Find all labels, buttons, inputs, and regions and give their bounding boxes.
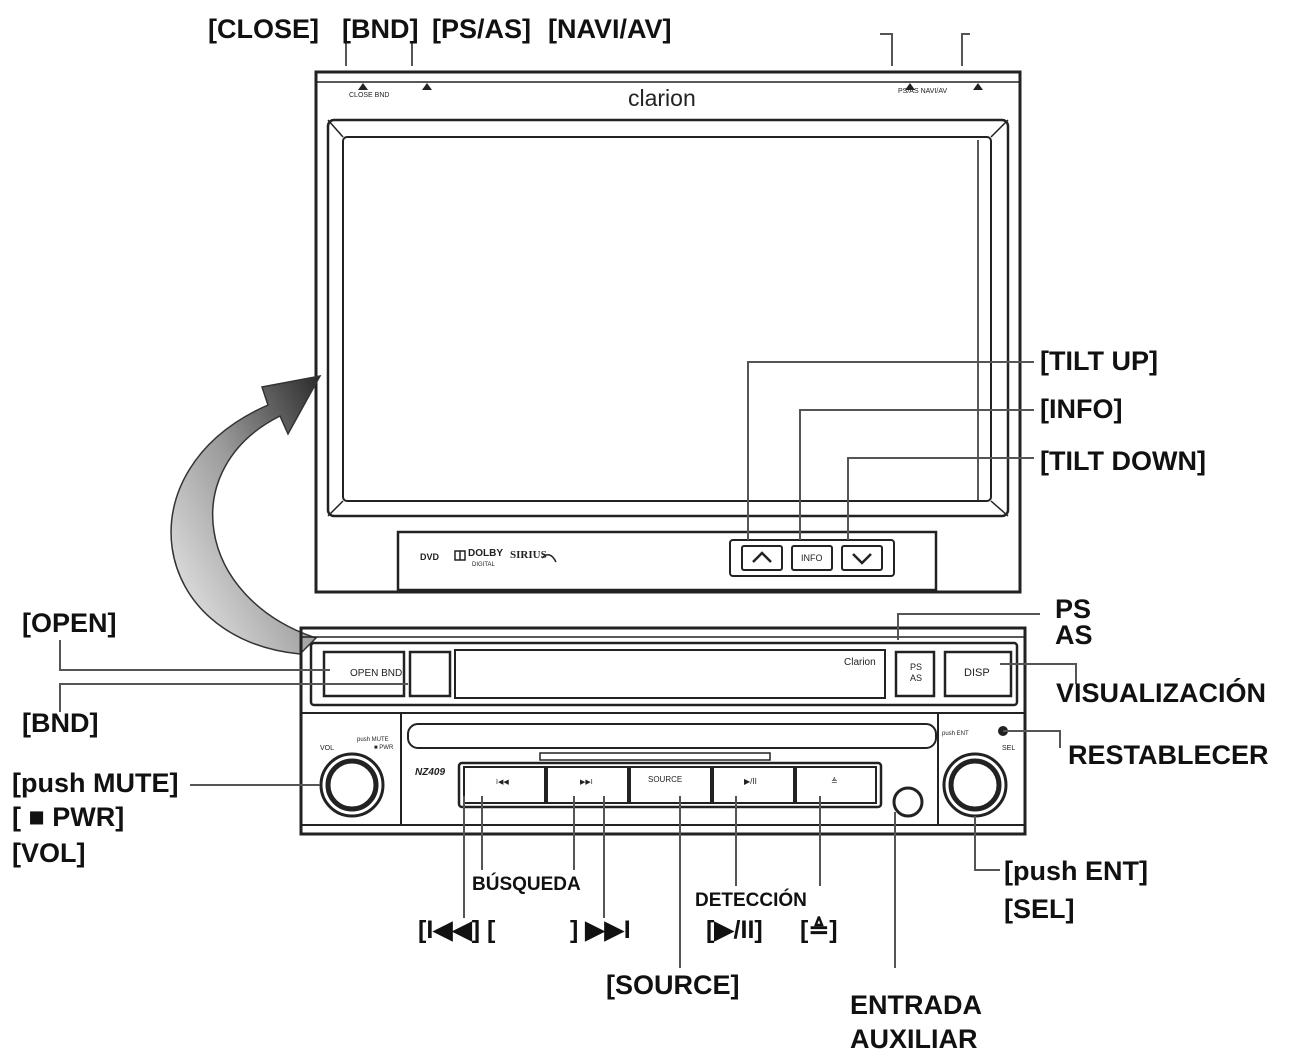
source-button[interactable] xyxy=(629,766,712,804)
model-print: NZ409 xyxy=(415,767,446,778)
brand-logo-top: clarion xyxy=(628,85,696,111)
aux-input-jack[interactable] xyxy=(892,786,924,818)
navi-av-label: [NAVI/AV] xyxy=(548,14,672,44)
source-button-label: SOURCE xyxy=(648,775,683,784)
next-button[interactable] xyxy=(546,766,629,804)
ps-as-navi-print: PS/AS NAVI/AV xyxy=(898,88,948,95)
sel-print: SEL xyxy=(1002,745,1016,752)
open-bnd-label: OPEN BND xyxy=(350,668,403,679)
dvd-logo: DVD xyxy=(420,552,440,562)
vol-label: [VOL] xyxy=(12,838,86,868)
tilt-down-button[interactable] xyxy=(841,545,883,571)
brand-logo-panel: Clarion xyxy=(844,657,876,668)
source-label: [SOURCE] xyxy=(606,970,740,1000)
bnd-top-label: [BND] xyxy=(342,14,419,44)
prev-button[interactable] xyxy=(463,766,546,804)
info-button-label: INFO xyxy=(801,553,823,563)
bnd-side-label: [BND] xyxy=(22,708,99,738)
ps-button-label-1: PS xyxy=(910,662,923,672)
open-direction-arrow xyxy=(170,374,322,655)
push-ent-label: [push ENT] xyxy=(1004,856,1148,886)
head-unit-chassis xyxy=(299,626,1027,836)
top-button-markers xyxy=(358,83,983,90)
open-bnd-button[interactable] xyxy=(322,650,406,698)
tilt-down-label: [TILT DOWN] xyxy=(1040,446,1206,476)
visualizacion-label: VISUALIZACIÓN xyxy=(1056,678,1267,708)
disp-button[interactable] xyxy=(943,650,1013,698)
sirius-logo: SIRIUS xyxy=(510,549,547,561)
disp-button-label: DISP xyxy=(964,667,990,679)
play-button-label: ▶/II xyxy=(744,777,757,786)
eject-button[interactable] xyxy=(795,766,877,804)
push-mute-print: push MUTE xyxy=(357,737,389,743)
monitor xyxy=(314,70,1022,594)
dolby-digital-print: DIGITAL xyxy=(472,562,495,568)
logo-strip-icons xyxy=(454,550,557,563)
auxiliar-label: AUXILIAR xyxy=(850,1024,978,1054)
as-label: AS xyxy=(1055,620,1093,650)
busqueda-label: BÚSQUEDA xyxy=(472,874,581,895)
transport-bar xyxy=(457,761,883,809)
ps-label: PS xyxy=(1055,594,1092,624)
pwr-print: ■ PWR xyxy=(374,745,394,751)
open-label: [OPEN] xyxy=(22,608,117,638)
eject-label: [≜] xyxy=(800,916,838,944)
next-button-label: ▶▶I xyxy=(580,779,593,786)
vol-knob[interactable] xyxy=(319,752,385,818)
entrada-label: ENTRADA xyxy=(850,990,982,1020)
blank-button[interactable] xyxy=(408,650,452,698)
restablecer-label: RESTABLECER xyxy=(1068,740,1269,770)
next-bracket-label: ] ▶▶I xyxy=(570,916,631,944)
vol-print: VOL xyxy=(320,745,335,752)
info-button[interactable] xyxy=(791,545,833,571)
dolby-logo: DOLBY xyxy=(468,548,503,559)
push-ent-print: push ENT xyxy=(942,731,969,737)
sel-knob[interactable] xyxy=(942,752,1008,818)
play-pause-button[interactable] xyxy=(712,766,795,804)
ps-button-label-2: AS xyxy=(910,673,923,683)
ps-as-top-label: [PS/AS] xyxy=(432,14,532,44)
info-label: [INFO] xyxy=(1040,394,1123,424)
deteccion-label: DETECCIÓN xyxy=(695,890,807,911)
prev-button-label: I◀◀ xyxy=(496,779,509,786)
pwr-label: [ ■ PWR] xyxy=(12,802,125,832)
push-mute-label: [push MUTE] xyxy=(12,768,179,798)
leader-lines xyxy=(59,33,1077,968)
close-bnd-print: CLOSE BND xyxy=(349,92,390,99)
eject-button-label: ≜ xyxy=(831,777,838,786)
ps-as-button[interactable] xyxy=(894,650,936,698)
play-pause-label: [▶/II] xyxy=(706,916,763,944)
tilt-up-label: [TILT UP] xyxy=(1040,346,1158,376)
sel-label: [SEL] xyxy=(1004,894,1075,924)
tilt-up-button[interactable] xyxy=(741,545,783,571)
prev-bracket-label: [I◀◀] [ xyxy=(418,916,496,944)
close-label: [CLOSE] xyxy=(208,14,319,44)
